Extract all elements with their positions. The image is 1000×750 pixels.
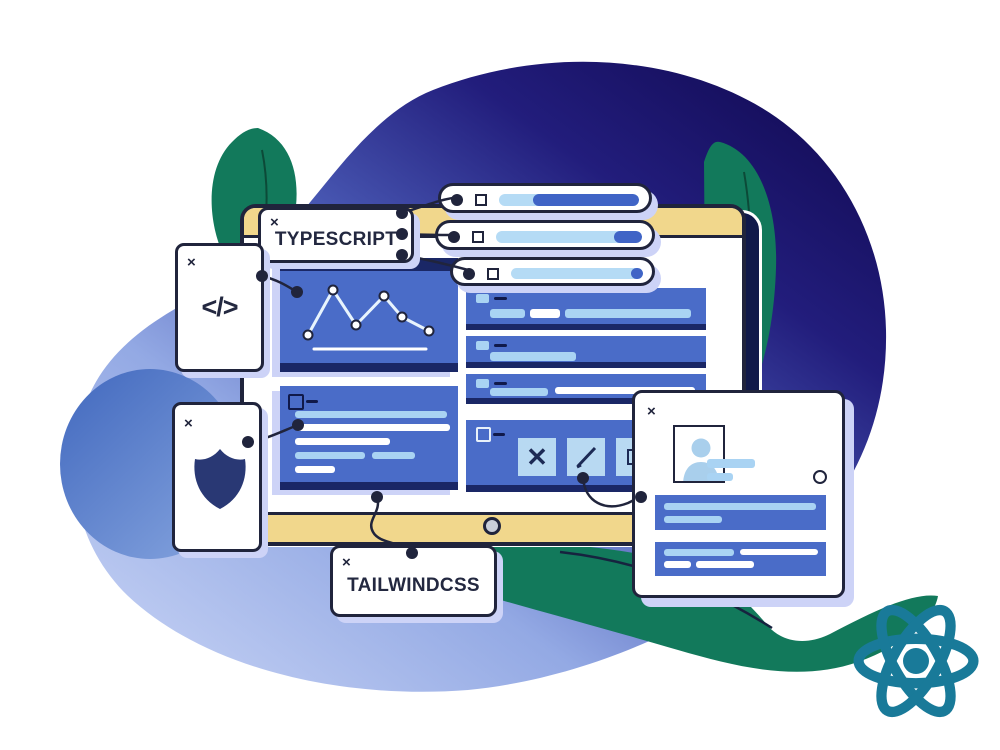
checkbox-icon[interactable] [476,427,491,442]
progress-track [511,268,643,279]
typescript-tag-card: × TYPESCRIPT [258,207,414,263]
bullet-dot-icon [463,268,475,280]
text-line-bar [565,309,691,318]
pencil-icon [576,446,597,469]
progress-track [499,194,639,206]
connector-dot [577,472,589,484]
list-chip-icon [476,341,489,350]
profile-card: × [632,390,845,598]
list-chip-icon [476,379,489,388]
panel-footer [466,324,706,330]
chart-panel-footer [280,363,458,372]
text-line-bar [295,424,450,431]
checkbox-icon[interactable] [487,268,499,280]
list-item-panel-1 [466,288,706,330]
connector-dot [292,419,304,431]
text-line-bar [372,452,415,459]
text-line-bar [490,309,525,318]
progress-pill-1 [438,183,652,213]
close-icon[interactable]: × [270,214,279,231]
checkbox-icon[interactable] [288,394,304,410]
close-icon[interactable]: × [184,415,193,432]
bullet-dot-icon [448,231,460,243]
connector-dot [256,270,268,282]
monitor-power-button[interactable] [483,517,501,535]
radio-button[interactable] [813,470,827,484]
typescript-label: TYPESCRIPT [274,229,398,250]
text-line-bar [295,438,390,445]
react-logo-icon [853,604,979,718]
header-dash [494,382,507,385]
shield-icon [194,449,246,509]
text-line-bar [295,466,335,473]
chart-panel [280,258,458,372]
content-panel-footer [280,482,458,490]
delete-button[interactable]: ✕ [518,438,556,476]
connector-dot [242,436,254,448]
connector-dot [291,286,303,298]
profile-section-2 [655,542,826,576]
header-dash [306,400,318,403]
panel-footer [466,398,706,404]
progress-fill [631,268,643,279]
progress-fill [614,231,642,243]
connector-dot [396,249,408,261]
text-line-bar [740,549,818,555]
header-dash [494,297,507,300]
connector-dot [635,491,647,503]
name-bar [707,459,755,468]
connector-dot [371,491,383,503]
progress-pill-2 [435,220,655,250]
text-line-bar [555,387,695,394]
text-line-bar [295,452,365,459]
progress-track [496,231,642,243]
progress-fill [532,194,639,206]
connector-dot [396,207,408,219]
profile-section-1 [655,495,826,530]
close-icon[interactable]: × [647,403,656,420]
line-chart [302,284,435,351]
text-line-bar [664,549,734,556]
chart-points [302,284,435,341]
progress-pill-3 [450,257,655,286]
edit-button[interactable] [567,438,605,476]
connector-dot [406,547,418,559]
tailwindcss-label: TAILWINDCSS [347,575,480,596]
shield-card: × [172,402,262,552]
text-line-bar [664,561,691,568]
checkbox-icon[interactable] [472,231,484,243]
list-chip-icon [476,294,489,303]
text-line-bar [490,388,548,396]
titlebar-square-mark [287,262,295,267]
list-item-panel-2 [466,336,706,368]
text-line-bar [490,352,576,361]
bullet-dot-icon [451,194,463,206]
panel-footer [466,362,706,368]
connector-dot [396,228,408,240]
header-dash [494,344,507,347]
subtitle-bar [707,473,733,481]
close-icon[interactable]: × [342,554,351,571]
header-dash [493,433,505,436]
text-line-bar [530,309,560,318]
text-line-bar [664,503,816,510]
code-glyph: </> [201,292,238,322]
code-card: × </> [175,243,264,372]
text-line-bar [664,516,722,523]
content-panel [280,386,458,490]
checkbox-icon[interactable] [475,194,487,206]
close-icon[interactable]: × [187,254,196,271]
text-line-bar [696,561,754,568]
titlebar-dash-mark [301,263,313,266]
text-line-bar [295,411,447,418]
